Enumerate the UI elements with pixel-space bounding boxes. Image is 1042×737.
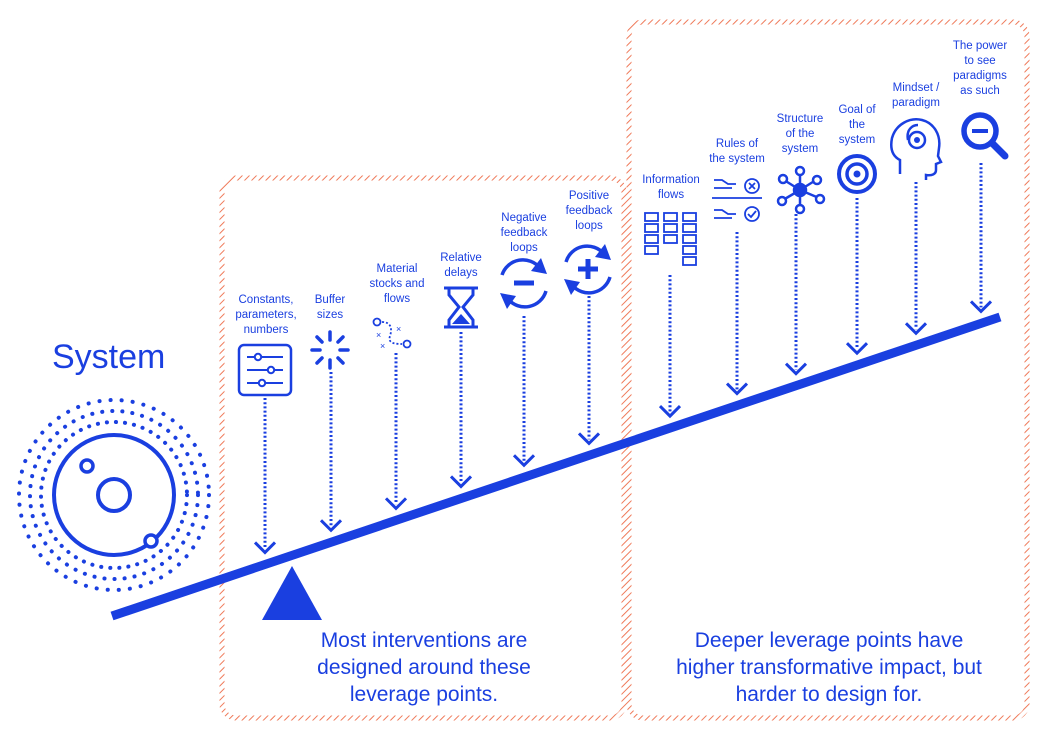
minus-cycle-icon: [500, 258, 548, 309]
sliders-icon: [237, 343, 293, 397]
svg-text:×: ×: [376, 330, 381, 340]
arrow-head: [577, 432, 601, 446]
network-icon: [776, 165, 826, 215]
magnifier-icon: [961, 112, 1009, 160]
system-title: System: [52, 338, 166, 376]
label-mindset: Mindset / paradigm: [892, 82, 940, 109]
label-negative-loops: Negative feedback loops: [500, 212, 548, 254]
plus-cycle-icon: [564, 244, 612, 295]
head-icon: [890, 118, 943, 180]
arrow-head: [253, 541, 277, 555]
system-orb-icon: [17, 398, 211, 592]
arrow-head: [725, 382, 749, 396]
left-panel-caption: Most interventions are designed around t…: [317, 629, 531, 706]
lever-beam: [110, 312, 1002, 621]
rules-icon: [712, 178, 762, 222]
arrow-head: [384, 497, 408, 511]
hourglass-icon: [444, 286, 478, 329]
svg-text:×: ×: [380, 341, 385, 351]
arrow-head: [904, 322, 928, 336]
arrows-layer: [253, 163, 993, 555]
target-icon: [837, 154, 877, 194]
right-panel-frame: [626, 19, 1030, 721]
arrow-head: [319, 519, 343, 533]
right-panel-caption: Deeper leverage points have higher trans…: [676, 629, 982, 706]
label-information-flows: Information flows: [642, 174, 700, 201]
label-power-to-see: The power to see paradigms as such: [952, 40, 1008, 97]
arrow-head: [969, 300, 993, 314]
burst-icon: [310, 330, 350, 370]
label-constants: Constants, parameters, numbers: [235, 294, 297, 336]
arrow-head: [512, 454, 536, 468]
flow-path-icon: × × ×: [372, 317, 412, 351]
label-rules: Rules of the system: [709, 138, 765, 165]
arrow-head: [449, 475, 473, 489]
grid-blocks-icon: [644, 212, 697, 266]
label-material-stocks: Material stocks and flows: [369, 263, 425, 305]
label-relative-delays: Relative delays: [440, 252, 482, 279]
arrow-head: [658, 405, 682, 419]
label-goal: Goal of the system: [838, 104, 876, 146]
label-buffer-sizes: Buffer sizes: [314, 294, 346, 321]
label-positive-loops: Positive feedback loops: [565, 190, 613, 232]
arrow-head: [845, 342, 869, 356]
fulcrum-triangle: [262, 566, 322, 620]
svg-text:×: ×: [396, 324, 401, 334]
arrow-head: [784, 362, 808, 376]
label-structure: Structure of the system: [776, 113, 824, 155]
